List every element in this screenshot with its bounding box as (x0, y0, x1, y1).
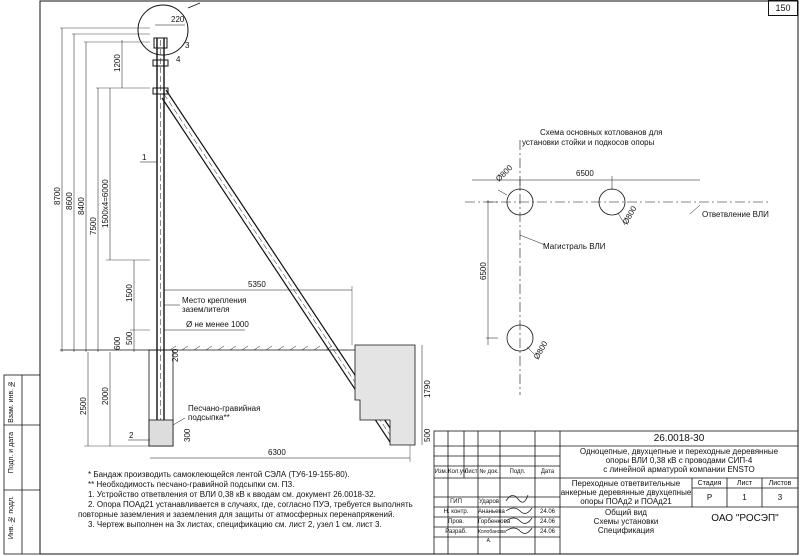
sheet-frame (39, 0, 799, 555)
label-mount-place-1: Место крепления (182, 296, 247, 305)
hdr-stage: Стадия (697, 480, 722, 487)
callout-3: 3 (185, 41, 190, 50)
dim-1500x4: 1500х4=6000 (101, 179, 110, 228)
name-razrab: Колобанова А. (478, 529, 506, 544)
date-razrab: 24.06 (539, 529, 555, 535)
label-diameter: Ø не менее 1000 (186, 320, 249, 329)
dim-2000: 2000 (101, 387, 110, 405)
role-nkontr: Н. контр. (443, 509, 469, 515)
callout-2: 2 (129, 431, 134, 440)
name-prov: Горбенкова (478, 519, 511, 525)
dim-8700: 8700 (53, 187, 62, 205)
part-line-3: опоры ПОАд2 и ПОАд21 (580, 497, 672, 506)
strut-lower-edge (161, 97, 391, 443)
sand-layer (148, 419, 174, 447)
val-sheet: 1 (742, 493, 747, 502)
label-mount-place-2: заземлителя (182, 305, 230, 314)
col-ndok: № док. (479, 469, 499, 475)
part-line-2: анкерные деревянные двухцепные (560, 488, 692, 497)
dim-500: 500 (125, 331, 134, 345)
role-prov: Пров. (448, 519, 464, 525)
pit-scheme-title-2: установки стойки и подкосов опоры (522, 138, 655, 147)
col-izm: Изм. (434, 469, 448, 475)
title-block: 26.0018-30 Одноцепные, двухцепные и пере… (434, 431, 798, 554)
note-line: 1. Устройство ответвления от ВЛИ 0,38 кВ… (88, 490, 376, 499)
label-branch-line: Ответвление ВЛИ (702, 210, 769, 219)
view-line-1: Общий вид (605, 508, 647, 517)
role-gip: ГИП (450, 499, 462, 505)
dim-500-right: 500 (423, 428, 432, 442)
name-nkontr: Ананьева (478, 509, 505, 515)
strut-pit (354, 344, 416, 446)
date-prov: 24.06 (539, 519, 555, 525)
note-line: повторные заземления и заземления для за… (78, 510, 395, 519)
pit-d1: Ø800 (494, 163, 515, 184)
dim-200: 200 (171, 348, 180, 362)
side-stamp-inv: Инв. № подл. (8, 496, 15, 540)
role-razrab: Разраб. (445, 529, 467, 535)
name-gip: Ударов (478, 499, 500, 505)
dim-600: 600 (113, 336, 122, 350)
col-koluch: Кол.уч. (448, 469, 468, 475)
hdr-sheet: Лист (736, 480, 753, 487)
title-line-2: опоры ВЛИ 0,38 кВ с проводами СИП-4 (605, 456, 753, 465)
dim-1790: 1790 (423, 380, 432, 398)
callout-1: 1 (142, 153, 147, 162)
view-line-2: Схемы установки (593, 517, 659, 526)
title-line-3: с линейной арматурой компании ENSTO (603, 465, 755, 474)
col-list: Лист (464, 469, 478, 475)
dim-8600: 8600 (65, 192, 74, 210)
side-stamp-grid (3, 374, 41, 555)
callout-4: 4 (176, 55, 181, 64)
company-name: ОАО "РОСЭП" (711, 513, 779, 524)
doc-code: 26.0018-30 (653, 433, 705, 444)
pit-scheme-title-1: Схема основных котлованов для (540, 128, 663, 137)
note-line: * Бандаж производить самоклеющейся ленто… (88, 470, 350, 479)
val-stage: Р (706, 493, 713, 502)
title-line-1: Одноцепные, двухцепные и переходные дере… (579, 447, 779, 456)
title-block-grid (433, 430, 799, 555)
dim-8400: 8400 (77, 197, 86, 215)
note-line: 3. Чертеж выполнен на 3х листах, специфи… (88, 520, 382, 529)
signature-scribbles (505, 494, 533, 534)
note-line: ** Необходимость песчано-гравийной подсы… (88, 480, 295, 489)
dim-5350: 5350 (248, 280, 266, 289)
col-data: Дата (540, 469, 555, 475)
val-sheets: 3 (777, 493, 783, 502)
pit-main (506, 324, 534, 352)
drawing-notes: * Бандаж производить самоклеющейся ленто… (78, 470, 413, 530)
label-sand-1: Песчано-гравийная (188, 404, 261, 413)
label-sand-2: подсыпка** (188, 413, 230, 422)
note-line: 2. Опора ПОАд21 устанавливается в случая… (88, 500, 413, 509)
label-main-line: Магистраль ВЛИ (543, 242, 606, 251)
pit-dim-h: 6500 (576, 169, 594, 178)
dim-6300: 6300 (268, 448, 286, 457)
dim-1200: 1200 (113, 54, 122, 72)
date-nkontr: 24.06 (539, 509, 555, 515)
dim-1500: 1500 (125, 284, 134, 302)
side-stamp-podp: Подп. и дата (8, 432, 15, 474)
dim-220: 220 (171, 15, 185, 24)
dim-2500: 2500 (79, 397, 88, 415)
pit-d3: Ø800 (532, 339, 550, 361)
dim-300: 300 (183, 428, 192, 442)
part-line-1: Переходные ответвительные (571, 479, 681, 488)
view-line-3: Спецификация (597, 526, 655, 535)
hdr-sheets: Листов (768, 480, 792, 487)
pit-dim-v: 6500 (479, 262, 488, 280)
col-podp: Подп. (509, 469, 526, 475)
dim-7500: 7500 (89, 217, 98, 235)
node-circle (137, 4, 189, 56)
side-stamp-vzam: Взам. инв. № (8, 380, 15, 423)
